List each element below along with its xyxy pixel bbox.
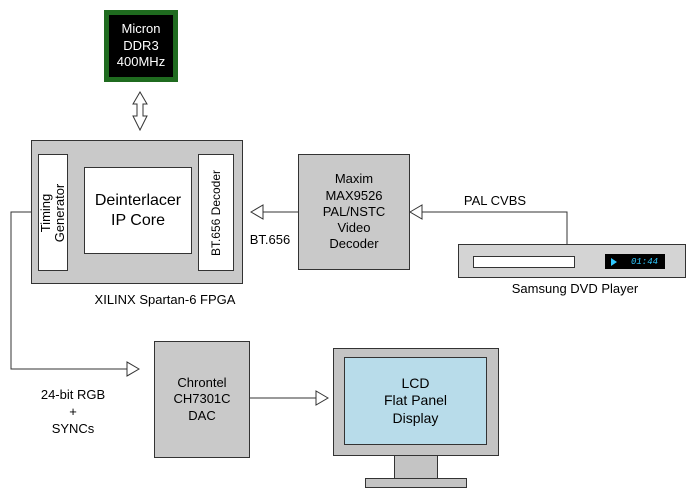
- bt656-arrowhead: [250, 204, 264, 220]
- play-icon: [611, 257, 617, 266]
- bt656-decoder-label: BT.656 Decoder: [208, 169, 223, 256]
- dac-to-lcd-arrowhead: [315, 390, 329, 406]
- lcd-monitor: LCD Flat Panel Display: [333, 348, 499, 456]
- dvd-display-time: 01:44: [631, 256, 659, 267]
- lcd-stand-base: [365, 478, 467, 488]
- dvd-player-caption: Samsung DVD Player: [511, 281, 639, 296]
- memory-chip: Micron DDR3 400MHz: [104, 10, 178, 82]
- dvd-player: 01:44: [458, 244, 686, 278]
- memory-bus-arrow: [132, 91, 148, 132]
- lcd-screen: LCD Flat Panel Display: [344, 357, 487, 445]
- bt656-decoder-block: BT.656 Decoder: [198, 154, 234, 271]
- memory-chip-label: Micron DDR3 400MHz: [109, 15, 173, 77]
- cvbs-arrowhead: [409, 204, 423, 220]
- fpga-caption: XILINX Spartan-6 FPGA: [94, 292, 236, 307]
- rgb-label: 24-bit RGB + SYNCs: [40, 387, 106, 436]
- rgb-arrowhead: [126, 361, 140, 377]
- dvd-display: 01:44: [605, 254, 665, 269]
- fpga-block: Timing Generator Deinterlacer IP Core BT…: [31, 140, 243, 284]
- dvd-disc-tray: [473, 256, 575, 268]
- dac-block: Chrontel CH7301C DAC: [154, 341, 250, 458]
- timing-generator-block: Timing Generator: [38, 154, 68, 271]
- lcd-stand-neck: [394, 455, 438, 479]
- timing-generator-label: Timing Generator: [37, 183, 67, 242]
- pal-cvbs-label: PAL CVBS: [463, 193, 527, 208]
- video-decoder-block: Maxim MAX9526 PAL/NSTC Video Decoder: [298, 154, 410, 270]
- bt656-label: BT.656: [249, 232, 291, 247]
- deinterlacer-block: Deinterlacer IP Core: [84, 167, 192, 254]
